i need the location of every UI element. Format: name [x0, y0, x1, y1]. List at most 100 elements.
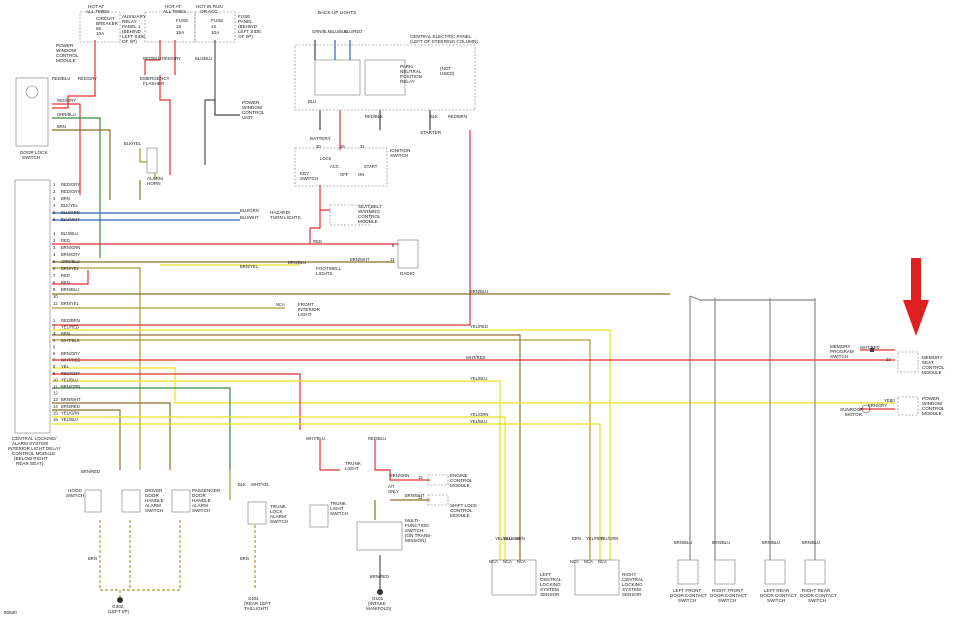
pin-wire-color: YEL/BLU [61, 417, 78, 422]
ef-1: FLASHER [143, 81, 165, 86]
wl-redgry-b: RED/GRY [57, 98, 76, 103]
wl-lr: BRN/BLU [762, 540, 780, 545]
sb-1: WARNING [358, 209, 380, 214]
wl-redblk: RED/BLK [365, 114, 383, 119]
ecm-0: ENGINE [450, 473, 468, 478]
fuse15-label: HOT AT ALL TIMES FUSE 15 15A [163, 4, 188, 35]
wl-brn-r: BRN [572, 536, 581, 541]
pin-wire-color: BRN/WHT [61, 397, 81, 402]
pin-wire-color: BRN/YEL [61, 301, 80, 306]
pin-number: 6 [53, 351, 56, 356]
wl-brnred-g: BRN/RED [370, 574, 389, 579]
pin-wire-color: RED [61, 238, 70, 243]
ms-1: PROGRAM [830, 349, 854, 354]
rrd-0: RIGHT REAR [802, 588, 831, 593]
dh-3: ALARM [145, 503, 161, 508]
components [14, 11, 919, 603]
lrd-0: LEFT REAR [764, 588, 790, 593]
pwr-0: POWER [922, 396, 940, 401]
f15-2: FUSE [176, 18, 188, 23]
pnp-2: POSITION [400, 74, 422, 79]
ecm-2: MODULE [450, 483, 470, 488]
pin-wire-color: BLU/GRN [61, 210, 80, 215]
fp-2: (BEHIND [238, 24, 258, 29]
trunk-lock-box [247, 501, 267, 525]
mfs-2: SWITCH [405, 528, 423, 533]
cb-line-3: BREAKER [96, 21, 119, 26]
wl-brn-s404: BRN [240, 556, 249, 561]
f15-1: ALL TIMES [163, 9, 186, 14]
cb-line-2: CIRCUIT [96, 16, 115, 21]
pin-wire-color: YEL/GRN [61, 410, 79, 415]
tl-0: TRUNK [270, 504, 287, 509]
wire-brn2 [52, 339, 591, 560]
relay-box [314, 59, 361, 96]
dls-1: SWITCH [22, 155, 40, 160]
wl-yelgrn-r: YEL/GRN [600, 536, 618, 541]
nca-2: NCA [503, 559, 512, 564]
ms-2: SWITCH [830, 354, 848, 359]
pass-handle-box [171, 489, 191, 513]
wl-rf: BRN/BLU [712, 540, 730, 545]
wl-yelred: YEL/RED [470, 324, 488, 329]
rrd-2: SWITCH [808, 598, 826, 603]
ef-0: EMERGENCY [140, 76, 170, 81]
rcls-4: SENSOR [622, 592, 642, 597]
ph-1: DOOR [192, 493, 206, 498]
g101-1: (INTAKE [368, 601, 386, 606]
msc-0: MEMORY [922, 355, 943, 360]
wl-redblu-a: RED/BLU [52, 76, 70, 81]
wl-26: 26 [340, 144, 345, 149]
alarm-horn-box [146, 147, 158, 174]
wl-blkyel: BLK/YEL [124, 141, 142, 146]
g101-2: MANIFOLD) [366, 606, 392, 611]
wl-only: ONLY [388, 489, 399, 494]
fp-1: PANEL [238, 19, 253, 24]
nca-6: NCA [598, 559, 607, 564]
wl-yelblu-l: YEL/BLU [495, 536, 512, 541]
pnp-relay-box [364, 59, 406, 96]
nu-0: (NOT [440, 66, 451, 71]
pos-off: OFF [340, 172, 349, 177]
pin-number: 2 [53, 325, 56, 330]
pin-wire-color: BRN/GRN [61, 384, 80, 389]
wl-redblu-c: RED/BLU [368, 436, 386, 441]
wl-brnwht: BRN/WHT [350, 257, 370, 262]
ign-1: SWITCH [390, 153, 408, 158]
pin-number: 9 [53, 371, 56, 376]
pin-wire-color: RED [61, 273, 70, 278]
cl-5: REAR SEAT) [16, 461, 44, 466]
wl-30: 30 [316, 144, 321, 149]
wl-blublk: BLU/BLK [330, 29, 347, 34]
pin-number: 14 [53, 404, 58, 409]
cep-1: (LEFT OF STEERING COLUMN) [410, 39, 478, 44]
pin-number: 1 [53, 318, 56, 323]
cb-line-0: HOT AT [88, 4, 104, 9]
pin-number: 15 [53, 410, 58, 415]
pnp-3: RELAY [400, 79, 415, 84]
rf-door-box [714, 559, 736, 585]
sb-0: SEAT BELT [358, 204, 382, 209]
f15-0: HOT AT [165, 4, 181, 9]
pin-wire-color: RED/BRN [61, 318, 80, 323]
msc-1: SEAT [922, 360, 934, 365]
s404-1: (REAR LEFT [244, 601, 271, 606]
pin-number: 9 [53, 287, 56, 292]
figure-code: 90630 [4, 610, 17, 615]
pos-start: START [364, 164, 378, 169]
pin-number: 2 [53, 238, 56, 243]
wl-whtred-ms: WHT/RED [860, 345, 880, 350]
cl-0: CENTRAL LOCKING/ [12, 436, 57, 441]
pin-number: 1 [53, 231, 56, 236]
wl-brnblu-fw: BRN/BLU [288, 260, 306, 265]
wl-brn-g: BRN [88, 556, 97, 561]
sl-0: SHIFT LOCK [450, 503, 478, 508]
rp-4: LEFT SIDE [122, 34, 145, 39]
pw-module-box [897, 396, 919, 416]
pin-wire-color: YEL/BLU [61, 377, 78, 382]
pin-wire-color: BLU/WHT [61, 217, 80, 222]
pin-number: 4 [53, 252, 56, 257]
ground-g101-icon [377, 589, 383, 595]
lfd-1: DOOR CONTACT [670, 593, 707, 598]
